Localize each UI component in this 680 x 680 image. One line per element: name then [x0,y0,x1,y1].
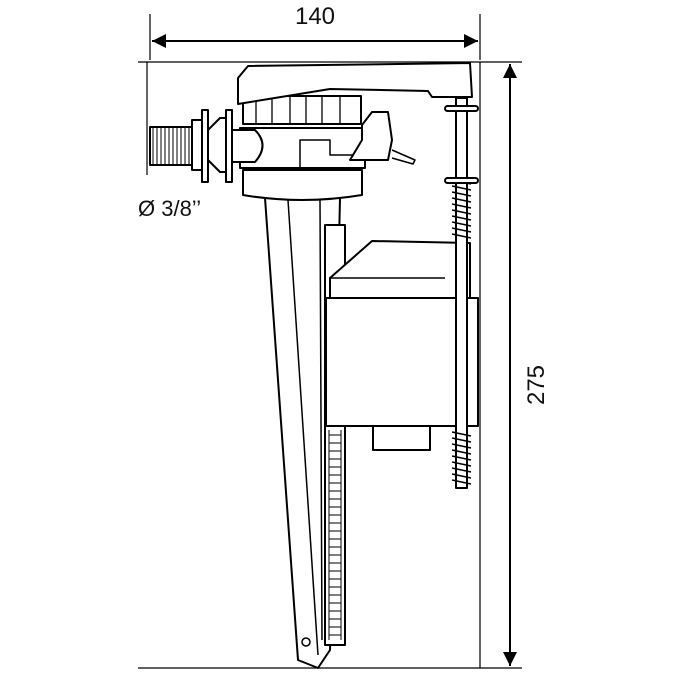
tube-cap [242,169,363,201]
float-arm [349,111,393,161]
width-dimension-label: 140 [295,3,335,30]
fill-valve [149,62,479,669]
bottom-fitting [372,425,431,451]
adjust-rod [455,97,468,489]
float-cap [329,240,471,299]
inlet-thread [149,126,193,166]
springs [451,179,472,485]
inlet-diameter-label: Ø 3/8’’ [138,196,201,221]
rack-teeth [328,430,342,640]
lever [237,62,473,105]
height-dimension-label: 275 [523,365,550,405]
inlet-elbow [231,129,264,163]
